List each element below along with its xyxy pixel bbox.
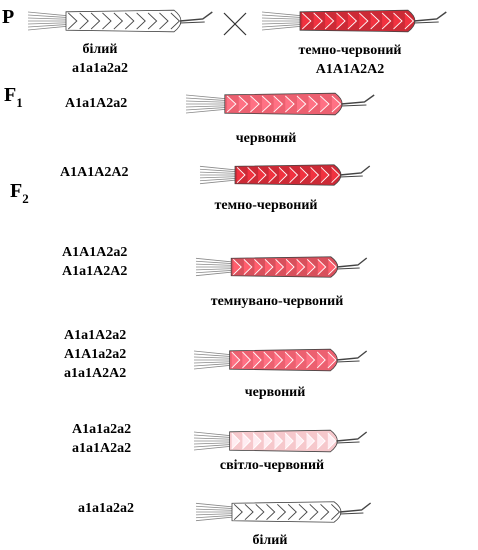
wheat-spike-f2-darkish-red (195, 256, 368, 278)
generation-label-p: P (2, 6, 15, 28)
f2-phenotype: темно-червоний (214, 198, 318, 213)
parent-left-genotype: a1a1a2a2 (72, 61, 128, 76)
wheat-spike-f2-dark-red (199, 164, 371, 186)
generation-label-f2: F2 (10, 180, 29, 206)
generation-f1-letter: F (4, 84, 17, 106)
f2-phenotype: білий (252, 533, 288, 548)
wheat-spike-parent-dark-red (261, 9, 447, 33)
f2-genotype: A1A1A2a2 (62, 245, 128, 260)
f2-genotype: A1a1a2a2 (72, 422, 132, 437)
f2-phenotype: світло-червоний (219, 458, 325, 473)
parent-right-genotype: A1A1A2A2 (315, 62, 385, 77)
f2-genotype: A1A1a2a2 (64, 347, 127, 362)
f2-phenotype: червоний (244, 385, 306, 400)
f2-genotype: a1a1A2A2 (64, 366, 127, 381)
wheat-spike-f2-red (193, 348, 368, 372)
f2-phenotype: темнувано-червоний (210, 294, 344, 309)
parent-left-phenotype: білий (82, 42, 118, 57)
f2-genotype: A1A1A2A2 (60, 165, 129, 180)
generation-f2-subscript: 2 (22, 191, 29, 206)
f1-phenotype: червоний (235, 131, 297, 146)
wheat-spike-f1 (185, 92, 375, 116)
f2-genotype: A1a1A2a2 (64, 328, 127, 343)
f2-genotype: A1a1A2A2 (62, 264, 128, 279)
generation-f2-letter: F (10, 180, 23, 202)
f1-genotype: A1a1A2a2 (65, 96, 128, 111)
cross-sign-icon (223, 12, 247, 36)
generation-label-f1: F1 (4, 84, 23, 110)
wheat-spike-f2-white (195, 501, 372, 523)
generation-f1-subscript: 1 (16, 95, 23, 110)
wheat-spike-f2-light-red (193, 429, 368, 453)
wheat-spike-parent-white (27, 9, 213, 33)
f2-genotype: a1a1a2a2 (78, 501, 134, 516)
f2-genotype: a1a1A2a2 (72, 441, 132, 456)
parent-right-phenotype: темно-червоний (298, 43, 402, 58)
